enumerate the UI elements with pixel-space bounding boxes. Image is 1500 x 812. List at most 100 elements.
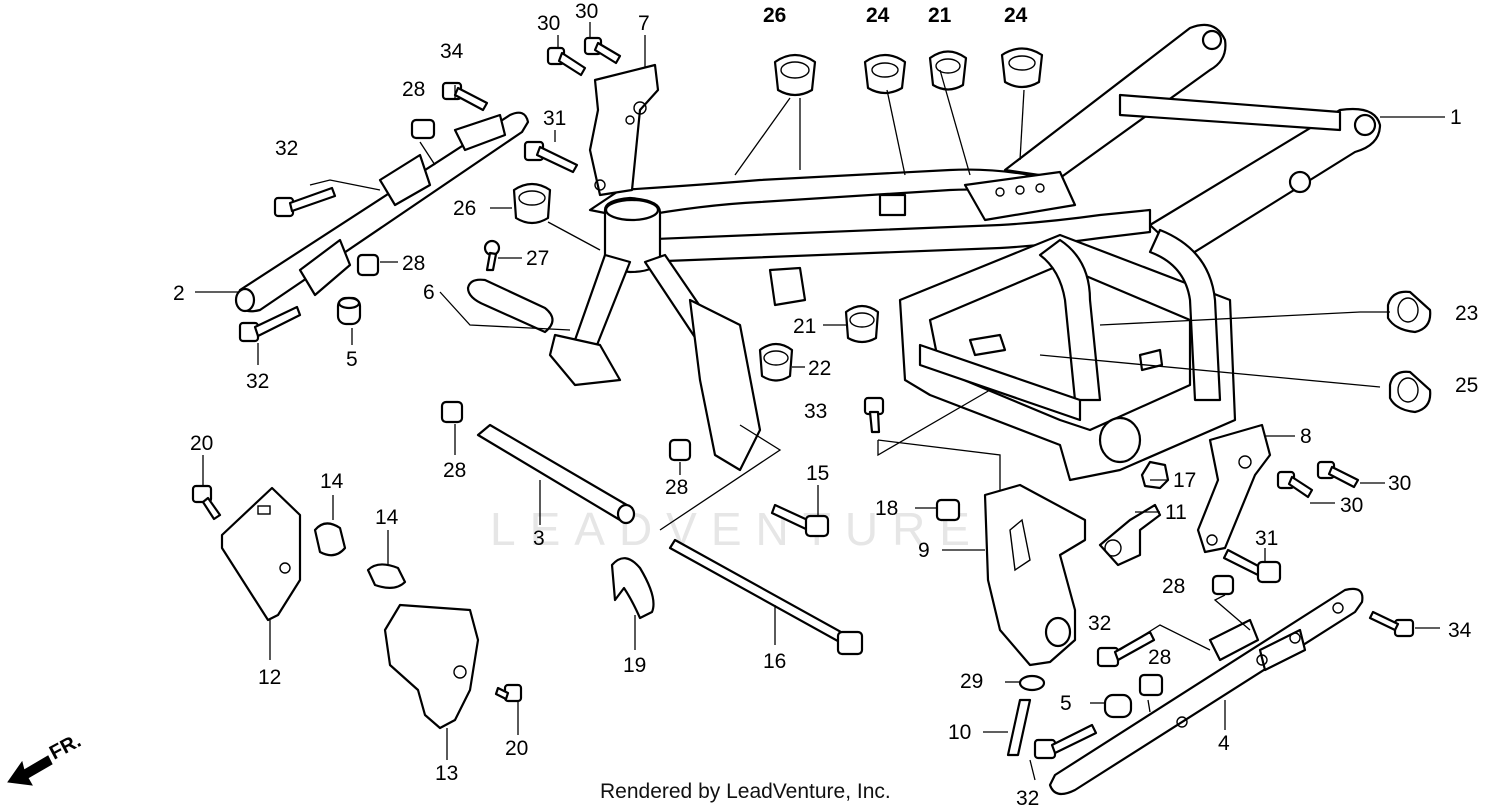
callout-31-b: 31 (1255, 527, 1278, 550)
screw-part-27[interactable] (483, 239, 501, 272)
callout-17: 17 (1173, 469, 1196, 492)
callout-20-a: 20 (190, 432, 213, 455)
render-credit: Rendered by LeadVenture, Inc. (600, 780, 891, 803)
nut-part-28-f[interactable] (1138, 673, 1164, 697)
grommet-part-14-a[interactable] (313, 522, 347, 557)
bolt-part-16[interactable] (668, 538, 864, 656)
nut-part-28-b[interactable] (356, 253, 380, 277)
nut-part-18[interactable] (935, 498, 961, 522)
screw-part-20-a[interactable] (191, 484, 222, 521)
callout-34-b: 34 (1448, 619, 1472, 642)
hanger-plate-part-8[interactable] (1196, 423, 1272, 554)
bolt-part-34-b[interactable] (1368, 610, 1415, 638)
callout-32-c: 32 (1088, 612, 1111, 635)
callout-4: 4 (1218, 732, 1230, 755)
screw-part-20-b[interactable] (494, 683, 523, 703)
clamp-part-21-a[interactable] (928, 50, 968, 91)
front-direction-label: FR. (46, 730, 85, 765)
callout-15: 15 (806, 462, 829, 485)
cover-part-13[interactable] (383, 603, 480, 730)
clamp-part-24-a[interactable] (863, 53, 907, 95)
stud-part-10[interactable] (1006, 698, 1032, 757)
callout-13: 13 (435, 762, 458, 785)
callout-28-c: 28 (443, 459, 466, 482)
bracket-plate-part-9[interactable] (983, 483, 1087, 667)
hanger-plate-part-7[interactable] (588, 63, 660, 197)
callout-6: 6 (423, 281, 435, 304)
bolt-part-34-a[interactable] (441, 81, 489, 112)
bolt-part-32-d[interactable] (1033, 723, 1098, 760)
clamp-part-22[interactable] (758, 342, 794, 382)
clamp-part-26-a[interactable] (773, 53, 817, 97)
callout-32-d: 32 (1016, 787, 1039, 810)
callout-21-b: 21 (793, 315, 816, 338)
callout-16: 16 (763, 650, 786, 673)
nut-part-28-d[interactable] (668, 438, 692, 462)
bolt-part-33[interactable] (863, 396, 885, 434)
callout-26-a: 26 (763, 4, 786, 27)
bolt-part-30-d[interactable] (1276, 470, 1314, 499)
callout-11: 11 (1165, 501, 1187, 524)
clip-part-19[interactable] (610, 557, 655, 620)
nut-part-28-c[interactable] (440, 400, 464, 424)
clamp-part-25[interactable] (1388, 370, 1432, 414)
grommet-part-14-b[interactable] (366, 563, 407, 589)
callout-23: 23 (1455, 302, 1478, 325)
collar-part-5-right[interactable] (1103, 693, 1133, 719)
bolt-part-15[interactable] (770, 503, 830, 538)
callout-30-d: 30 (1340, 494, 1363, 517)
bolt-part-31-b[interactable] (1222, 548, 1282, 584)
callout-8: 8 (1300, 425, 1312, 448)
callout-30-c: 30 (1388, 472, 1411, 495)
callout-32-a: 32 (275, 137, 298, 160)
collar-part-5-left[interactable] (336, 296, 362, 326)
clamp-part-23[interactable] (1386, 290, 1432, 334)
main-frame-part-1[interactable] (548, 23, 1382, 482)
bracket-part-11[interactable] (1098, 503, 1162, 567)
callout-31-a: 31 (543, 107, 566, 130)
bolt-part-32-c[interactable] (1096, 630, 1156, 668)
callout-1: 1 (1450, 106, 1462, 129)
bolt-part-30-c[interactable] (1316, 460, 1360, 489)
engine-hanger-part-2[interactable] (234, 111, 530, 313)
callout-24-b: 24 (1004, 4, 1028, 27)
front-direction-indicator: FR. (7, 730, 85, 786)
callout-30-a: 30 (537, 12, 560, 35)
callout-26-b: 26 (453, 197, 476, 220)
cover-part-6[interactable] (466, 278, 554, 334)
clamp-part-24-b[interactable] (1000, 47, 1044, 89)
callout-18: 18 (875, 497, 898, 520)
callout-5-left: 5 (346, 348, 358, 371)
nut-part-28-a[interactable] (410, 118, 436, 140)
callout-5-right: 5 (1060, 692, 1072, 715)
callout-34-a: 34 (440, 40, 464, 63)
washer-part-29[interactable] (1018, 674, 1046, 692)
callout-27: 27 (526, 247, 549, 270)
bolt-part-30-b[interactable] (583, 36, 622, 65)
callout-14-b: 14 (375, 506, 399, 529)
callout-7: 7 (638, 12, 650, 35)
engine-hanger-part-4[interactable] (1048, 587, 1364, 796)
side-cover-part-12[interactable] (220, 486, 302, 622)
callout-29: 29 (960, 670, 983, 693)
bolt-part-32-b[interactable] (238, 305, 302, 343)
bolt-part-32-a[interactable] (273, 186, 337, 218)
pipe-part-3[interactable] (476, 423, 636, 525)
bolt-part-31-a[interactable] (523, 140, 579, 174)
bolt-part-30-a[interactable] (546, 46, 587, 77)
callout-10: 10 (948, 721, 971, 744)
callout-28-d: 28 (665, 476, 688, 499)
callout-25: 25 (1455, 374, 1478, 397)
nut-part-28-e[interactable] (1211, 574, 1235, 596)
leader-lines (195, 22, 1445, 781)
callout-28-b: 28 (402, 252, 425, 275)
nut-part-17[interactable] (1140, 460, 1170, 490)
callout-21-a: 21 (928, 4, 952, 27)
callout-12: 12 (258, 666, 281, 689)
callout-19: 19 (623, 654, 646, 677)
callout-30-b: 30 (575, 0, 598, 23)
clamp-part-21-b[interactable] (844, 304, 880, 344)
clamp-part-26-b[interactable] (512, 182, 552, 225)
callout-22: 22 (808, 357, 831, 380)
